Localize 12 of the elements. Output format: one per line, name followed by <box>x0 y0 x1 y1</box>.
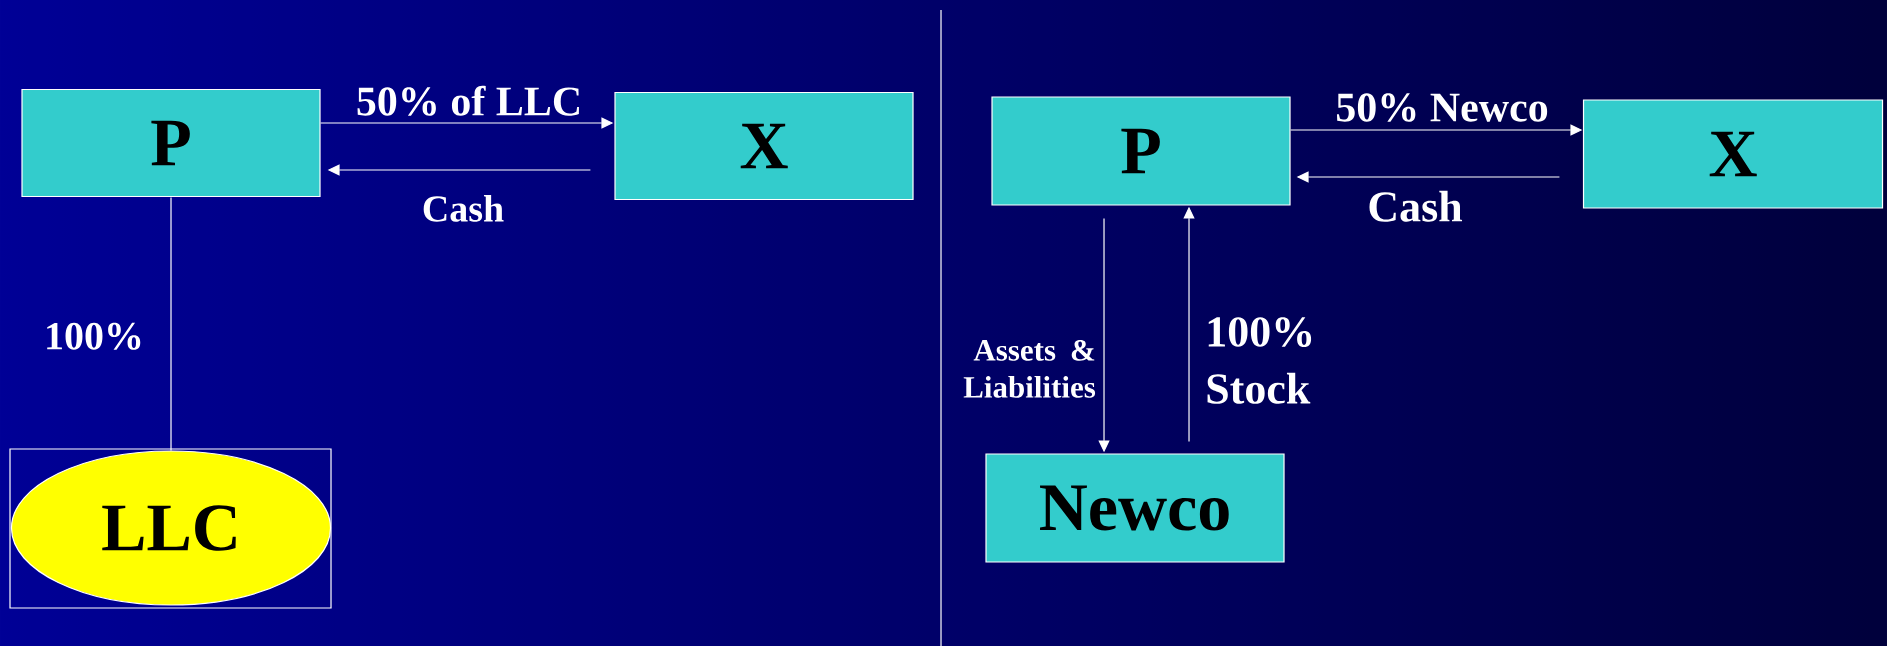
edge-label: Cash <box>1369 190 1462 222</box>
entity-box: X <box>614 91 914 201</box>
edge-label: 100% Stock <box>1207 317 1312 404</box>
entity-box: P <box>21 88 321 198</box>
edge-label: Cash <box>423 195 504 222</box>
edge-label: 50% Newco <box>1336 93 1548 122</box>
entity-box: Newco <box>985 453 1285 563</box>
edge-label: Assets & Liabilities <box>963 339 1096 398</box>
entity-box: X <box>1582 99 1884 209</box>
edge-label: 50% of LLC <box>357 85 579 116</box>
entity-box: P <box>991 96 1291 206</box>
edge-label: 100% <box>47 322 141 350</box>
